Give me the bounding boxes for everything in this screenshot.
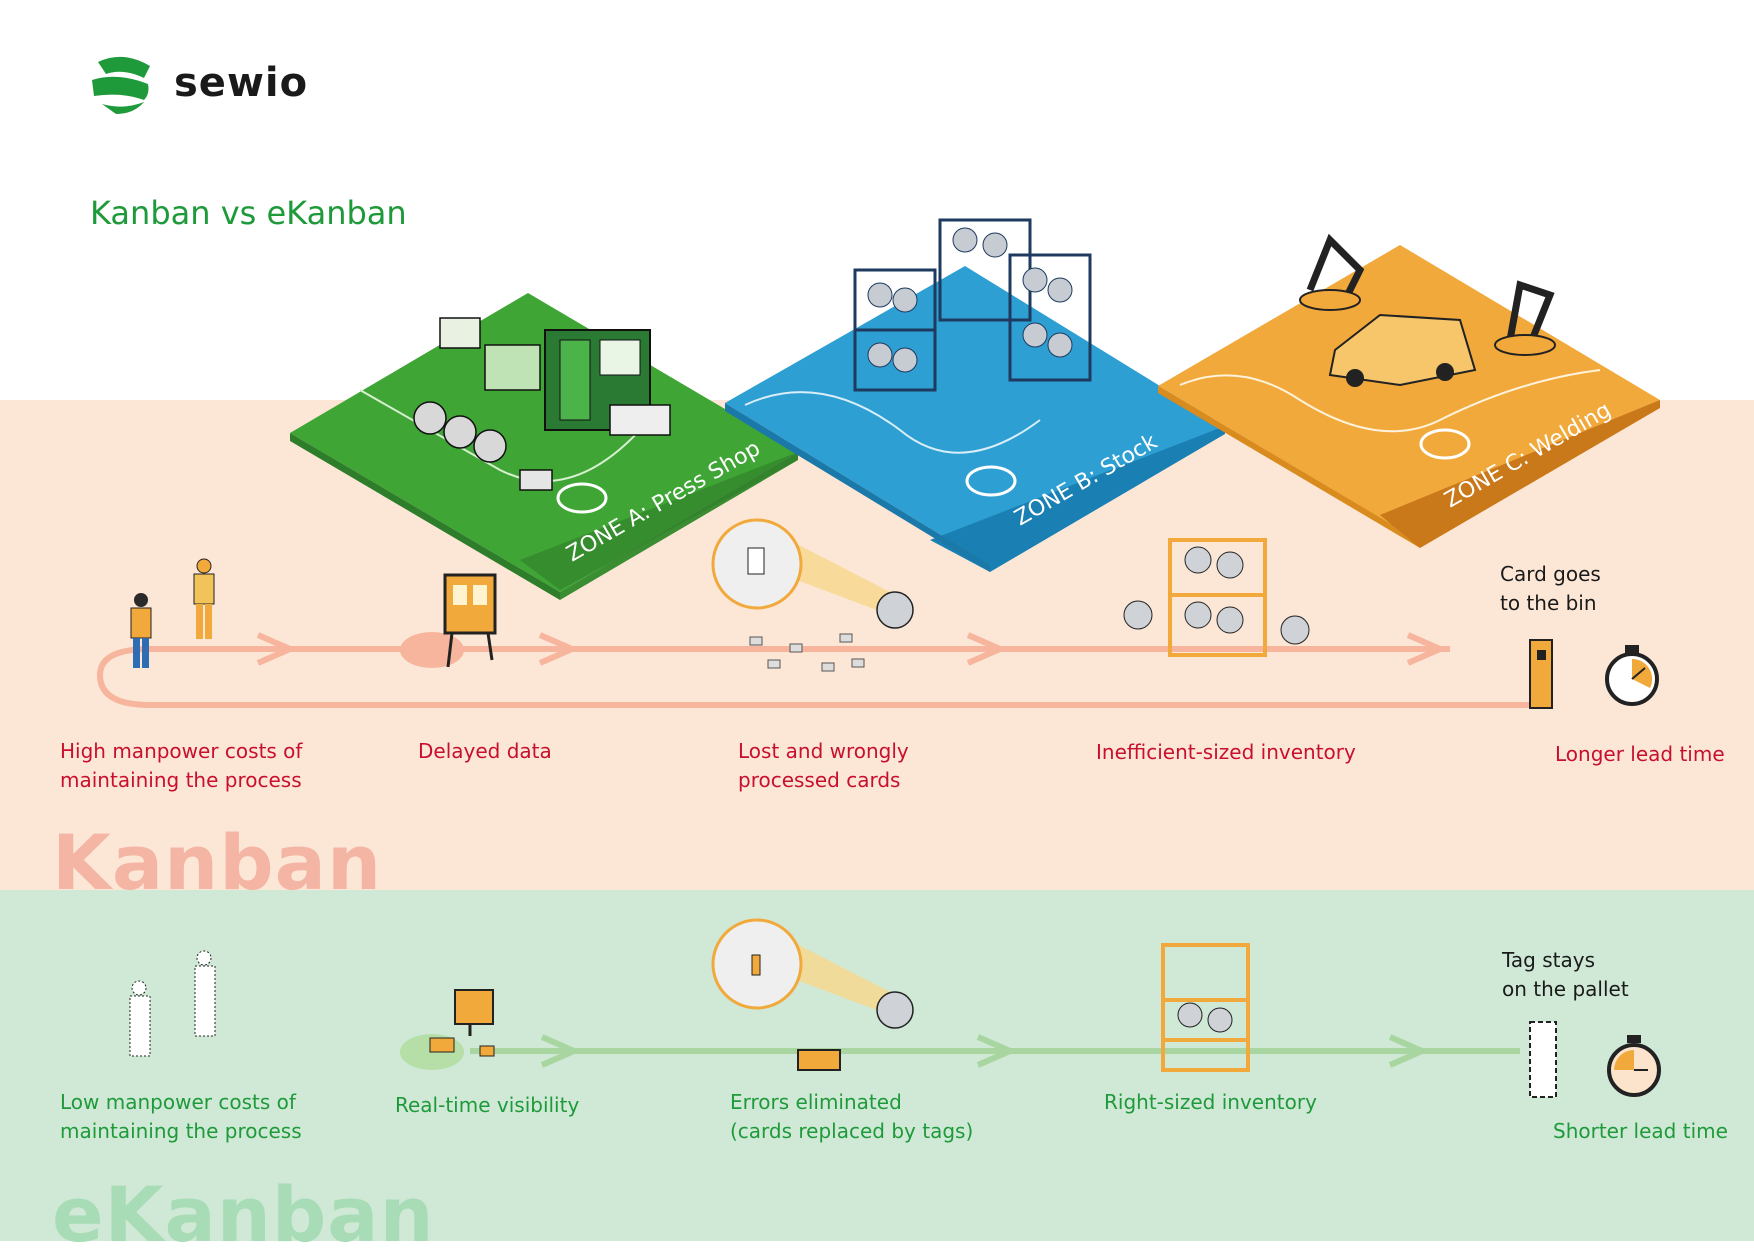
stopwatch-icon	[1605, 645, 1659, 706]
kanban-item-label: High manpower costs of maintaining the p…	[60, 739, 303, 792]
workers-icon	[130, 558, 215, 668]
kanban-flow	[96, 632, 1530, 708]
kanban-item-label: Delayed data	[418, 739, 552, 763]
sewio-logo-icon	[92, 56, 150, 114]
ekanban-item-label: Right-sized inventory	[1104, 1090, 1317, 1114]
ekanban-item-label: Errors eliminated (cards replaced by tag…	[730, 1090, 974, 1143]
ekanban-flow	[400, 1034, 1520, 1070]
zone-c-tile	[1158, 233, 1660, 548]
magnified-card-icon	[711, 518, 914, 672]
zone-a-tile	[290, 293, 798, 600]
right-sized-rack-icon	[1161, 943, 1250, 1072]
monitor-icon	[429, 989, 495, 1057]
ekanban-item-label: Shorter lead time	[1553, 1119, 1728, 1143]
zone-b-tile	[725, 218, 1225, 572]
bin-icon	[1529, 639, 1553, 709]
brand-logo: sewio	[88, 52, 308, 114]
tag-icon	[1529, 1021, 1557, 1098]
dotted-workers-icon	[129, 950, 216, 1057]
kanban-item-label: Inefficient-sized inventory	[1096, 740, 1356, 764]
page-title: Kanban vs eKanban	[90, 194, 407, 232]
kanban-item-label: Lost and wrongly processed cards	[738, 739, 909, 792]
ekanban-item-label: Real-time visibility	[395, 1093, 580, 1117]
ekanban-band	[0, 890, 1754, 1241]
ekanban-item-label: Low manpower costs of maintaining the pr…	[60, 1090, 302, 1143]
kanban-item-label: Longer lead time	[1555, 742, 1725, 766]
kanban-watermark: Kanban	[52, 818, 383, 907]
magnified-tag-icon	[711, 918, 914, 1071]
kanban-note: Card goes to the bin	[1500, 562, 1601, 615]
stopwatch-fast-icon	[1607, 1035, 1661, 1097]
kanban-board-icon	[443, 573, 497, 668]
inventory-rack-icon	[1123, 538, 1310, 657]
ekanban-note: Tag stays on the pallet	[1502, 948, 1629, 1001]
brand-wordmark: sewio	[174, 60, 309, 106]
